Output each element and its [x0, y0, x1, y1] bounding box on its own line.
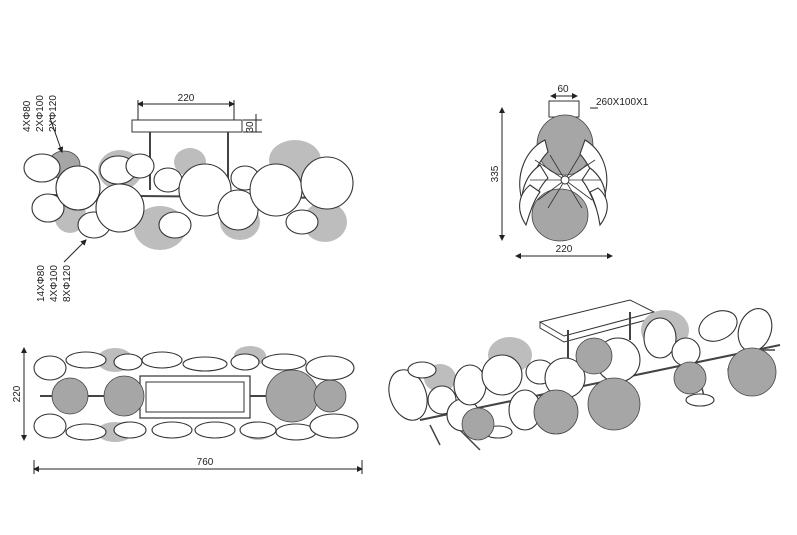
- top-white-shade: [239, 421, 277, 439]
- side-dim-width-label: 220: [556, 244, 573, 255]
- persp-gray-shade: [673, 361, 707, 395]
- side-petal: [589, 187, 608, 227]
- side-view: 60 260X100X1 335 220: [490, 84, 649, 259]
- top-white-shade: [33, 413, 67, 439]
- top-gray-shade: [313, 379, 347, 413]
- svg-text:2XΦ120: 2XΦ120: [48, 95, 59, 132]
- side-dim-top-label: 60: [557, 84, 569, 95]
- front-dim-height-label: 30: [245, 121, 256, 133]
- top-white-shade: [113, 421, 147, 439]
- persp-white-shade: [643, 317, 677, 359]
- side-gray-disc: [531, 188, 589, 242]
- persp-white-shade: [388, 369, 428, 421]
- side-spokes: [530, 154, 600, 209]
- persp-gray-shade: [587, 377, 641, 431]
- svg-text:4XΦ80: 4XΦ80: [22, 100, 33, 132]
- top-white-shade: [261, 353, 307, 371]
- front-view: 220 30 4XΦ80 2XΦ100 2XΦ120 14XΦ80 4XΦ100…: [22, 93, 354, 302]
- side-hub: [560, 175, 570, 185]
- top-white-shade: [309, 413, 359, 439]
- side-dim-height-label: 335: [490, 165, 501, 182]
- svg-text:2XΦ100: 2XΦ100: [35, 95, 46, 132]
- front-gray-disc: [303, 202, 347, 242]
- top-white-shade: [305, 355, 355, 381]
- top-white-shade: [65, 351, 107, 369]
- top-white-shade: [113, 353, 143, 371]
- persp-white-shade: [685, 393, 715, 407]
- front-white-shade: [300, 156, 354, 210]
- front-white-shade: [158, 211, 192, 239]
- top-gray-shade: [265, 369, 319, 423]
- persp-gray-shade: [727, 347, 777, 397]
- front-dim-width-label: 220: [178, 93, 195, 104]
- persp-gray-shade: [533, 389, 579, 435]
- side-ceiling-plate: [548, 100, 580, 118]
- top-view: 220 760: [12, 346, 363, 474]
- front-white-shade: [95, 183, 145, 233]
- top-gray-shade: [51, 377, 89, 415]
- top-dim-height-label: 220: [12, 385, 23, 402]
- svg-text:8XΦ120: 8XΦ120: [62, 265, 73, 302]
- top-white-shade: [33, 355, 67, 381]
- top-white-shade: [151, 421, 193, 439]
- front-white-shade: [31, 193, 65, 223]
- persp-white-shade: [407, 361, 437, 379]
- persp-white-shade: [453, 364, 487, 406]
- front-white-shade: [217, 189, 259, 231]
- persp-white-shade: [481, 354, 523, 396]
- svg-text:14XΦ80: 14XΦ80: [36, 265, 47, 302]
- top-dim-length-label: 760: [197, 457, 214, 468]
- perspective-view: [388, 299, 781, 451]
- top-white-shade: [230, 353, 260, 371]
- front-white-shade: [285, 209, 319, 235]
- svg-text:4XΦ100: 4XΦ100: [49, 265, 60, 302]
- front-white-shade: [55, 165, 101, 211]
- top-white-shade: [65, 423, 107, 441]
- persp-gray-shade: [461, 407, 495, 441]
- top-gray-shade: [103, 375, 145, 417]
- front-white-shade: [125, 153, 155, 179]
- front-white-shade: [178, 163, 232, 217]
- front-ceiling-plate: [131, 119, 243, 133]
- front-callout-bottom: 14XΦ80 4XΦ100 8XΦ120: [36, 239, 87, 302]
- persp-white-shade: [698, 310, 738, 342]
- side-petal: [519, 184, 541, 227]
- top-frame-inner: [145, 381, 245, 413]
- front-white-shade: [153, 167, 183, 193]
- front-white-shade: [249, 163, 303, 217]
- top-white-shade: [141, 351, 183, 369]
- persp-gray-shade: [575, 337, 613, 375]
- front-callout-top: 4XΦ80 2XΦ100 2XΦ120: [22, 95, 64, 153]
- persp-ceiling-plate: [538, 299, 656, 337]
- top-white-shade: [194, 421, 236, 439]
- side-dim-plate-label: 260X100X1: [596, 97, 649, 108]
- top-white-shade: [182, 356, 228, 372]
- front-white-shade: [23, 153, 61, 183]
- persp-white-shade: [671, 337, 701, 367]
